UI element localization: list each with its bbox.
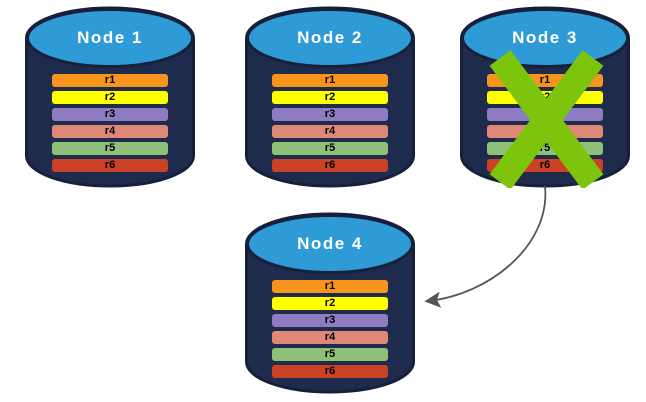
record-row[interactable]: r2 bbox=[272, 91, 388, 104]
record-label: r4 bbox=[104, 125, 116, 137]
arrow-path bbox=[424, 185, 547, 308]
record-row[interactable]: r1 bbox=[487, 74, 603, 87]
record-label: r3 bbox=[104, 108, 116, 120]
record-label: r1 bbox=[104, 74, 116, 86]
record-row[interactable]: r6 bbox=[487, 159, 603, 172]
record-row[interactable]: r5 bbox=[52, 142, 168, 155]
record-row[interactable]: r1 bbox=[52, 74, 168, 87]
record-row[interactable]: r3 bbox=[52, 108, 168, 121]
record-label: r6 bbox=[104, 159, 116, 171]
record-label: r6 bbox=[539, 159, 551, 171]
record-label: r4 bbox=[539, 125, 551, 137]
record-list: r1 r2 r3 r4 r5 r6 bbox=[460, 74, 630, 176]
record-label: r2 bbox=[104, 91, 116, 103]
record-row[interactable]: r6 bbox=[52, 159, 168, 172]
record-label: r2 bbox=[539, 91, 551, 103]
record-row[interactable]: r5 bbox=[272, 142, 388, 155]
record-row[interactable]: r5 bbox=[272, 348, 388, 361]
record-label: r3 bbox=[324, 108, 336, 120]
record-row[interactable]: r2 bbox=[272, 297, 388, 310]
record-row[interactable]: r3 bbox=[272, 108, 388, 121]
record-label: r4 bbox=[324, 331, 336, 343]
record-list: r1 r2 r3 r4 r5 r6 bbox=[245, 280, 415, 382]
record-label: r4 bbox=[324, 125, 336, 137]
record-row[interactable]: r6 bbox=[272, 159, 388, 172]
record-row[interactable]: r2 bbox=[487, 91, 603, 104]
record-label: r5 bbox=[324, 142, 336, 154]
record-row[interactable]: r4 bbox=[52, 125, 168, 138]
record-label: r6 bbox=[324, 159, 336, 171]
record-label: r2 bbox=[324, 297, 336, 309]
record-row[interactable]: r6 bbox=[272, 365, 388, 378]
record-row[interactable]: r1 bbox=[272, 280, 388, 293]
record-label: r1 bbox=[324, 280, 336, 292]
record-row[interactable]: r5 bbox=[487, 142, 603, 155]
record-label: r5 bbox=[324, 348, 336, 360]
record-label: r2 bbox=[324, 91, 336, 103]
record-list: r1 r2 r3 r4 r5 r6 bbox=[25, 74, 195, 176]
record-row[interactable]: r2 bbox=[52, 91, 168, 104]
record-row[interactable]: r3 bbox=[487, 108, 603, 121]
record-label: r3 bbox=[324, 314, 336, 326]
record-label: r6 bbox=[324, 365, 336, 377]
record-label: r3 bbox=[539, 108, 551, 120]
cylinder-top-disc bbox=[26, 8, 194, 68]
record-row[interactable]: r1 bbox=[272, 74, 388, 87]
record-label: r1 bbox=[539, 74, 551, 86]
record-row[interactable]: r4 bbox=[272, 125, 388, 138]
record-label: r5 bbox=[539, 142, 551, 154]
cylinder-top-disc bbox=[461, 8, 629, 68]
record-list: r1 r2 r3 r4 r5 r6 bbox=[245, 74, 415, 176]
record-label: r1 bbox=[324, 74, 336, 86]
record-row[interactable]: r4 bbox=[272, 331, 388, 344]
record-label: r5 bbox=[104, 142, 116, 154]
cylinder-top-disc bbox=[246, 8, 414, 68]
record-row[interactable]: r4 bbox=[487, 125, 603, 138]
cylinder-top-disc bbox=[246, 214, 414, 274]
record-row[interactable]: r3 bbox=[272, 314, 388, 327]
